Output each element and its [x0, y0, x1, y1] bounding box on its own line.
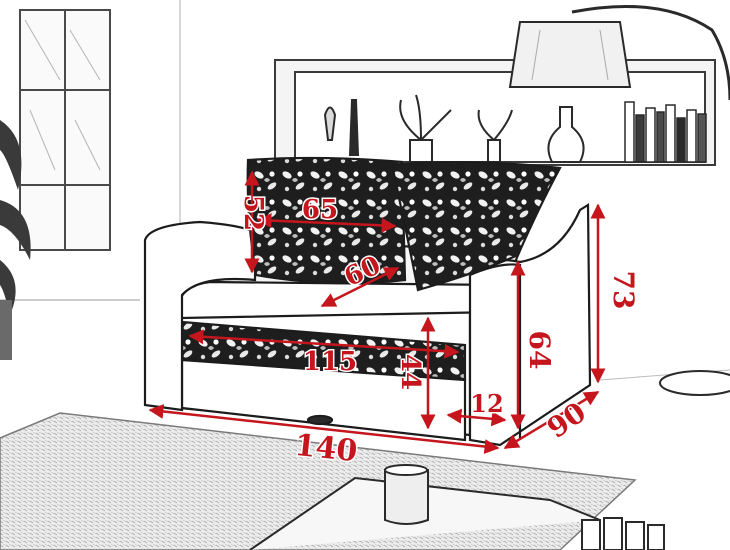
- shaker-set: [581, 517, 665, 550]
- dim-line-cushion-width: [256, 213, 397, 233]
- label-total-height: 73: [607, 271, 640, 310]
- window: [19, 9, 111, 251]
- coffee-table: [249, 464, 601, 550]
- plant-left: [0, 120, 31, 360]
- floor-lamp: [508, 4, 730, 396]
- label-armrest-height: 64: [523, 331, 556, 370]
- dim-line-seat-depth: [320, 266, 400, 308]
- label-total-width: 140: [293, 428, 359, 469]
- label-cushion-height: 52: [238, 195, 268, 231]
- label-cushion-width: 65: [302, 195, 338, 225]
- dim-line-total-depth: [503, 390, 600, 450]
- label-drawer-height: 44: [395, 354, 425, 390]
- label-sleeping-width: 115: [303, 347, 357, 377]
- dimension-lines: [148, 170, 606, 454]
- dim-line-total-width: [148, 404, 500, 454]
- label-leg-clearance: 12: [470, 389, 503, 418]
- shelf-decor: [323, 94, 585, 163]
- books: [624, 101, 707, 163]
- dim-line-sleeping-width: [188, 329, 460, 359]
